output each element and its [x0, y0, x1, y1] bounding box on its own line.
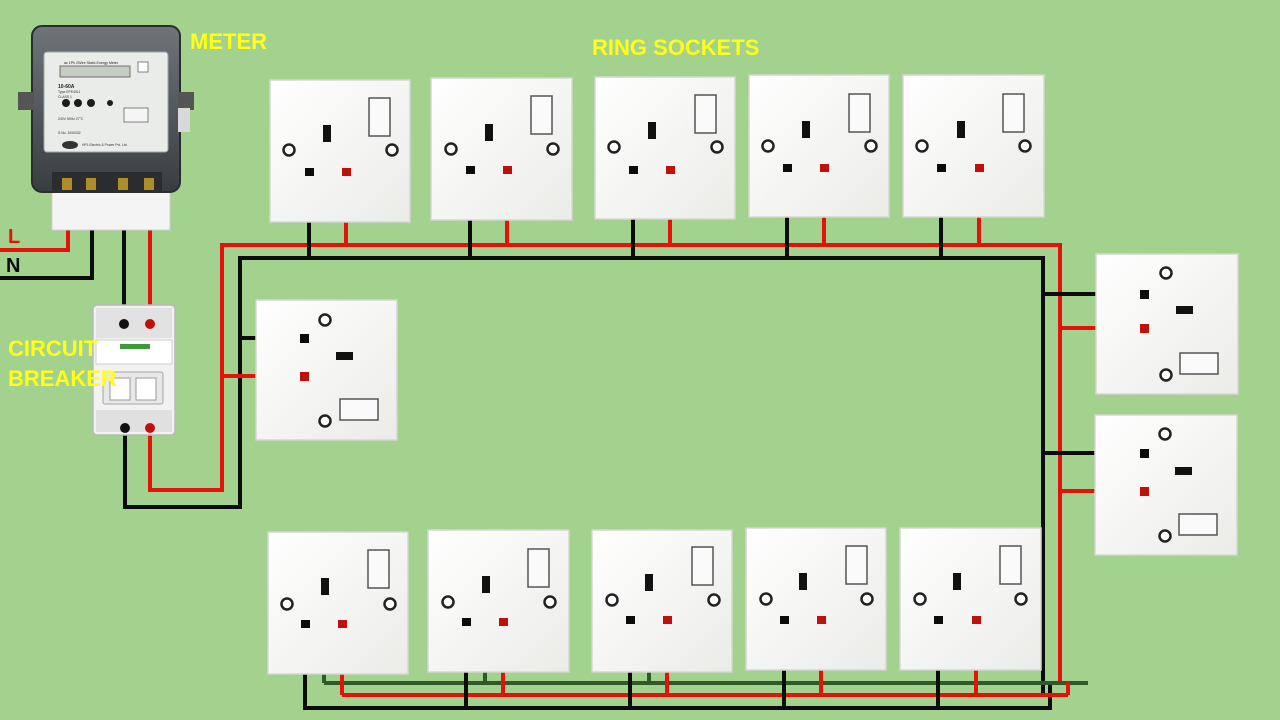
- energy-meter: ac 1Ph 2Wire Static Energy Meter 10-60A …: [18, 25, 194, 231]
- meter-label: METER: [190, 29, 267, 54]
- meter-face-line7: HPL Electric & Power Pvt. Ltd: [82, 143, 127, 147]
- socket-top-4: [748, 74, 890, 218]
- circuit-label: CIRCUIT: [8, 336, 98, 361]
- breaker-live-out: [148, 243, 1062, 682]
- socket-bottom-5: [899, 527, 1042, 671]
- socket-right-2: [1094, 414, 1238, 556]
- socket-top-3: [594, 76, 736, 220]
- circuit-breaker: [92, 304, 176, 436]
- socket-bottom-2: [427, 529, 570, 673]
- socket-bottom-3: [591, 529, 733, 673]
- breaker-label: BREAKER: [8, 366, 117, 391]
- neutral-label: N: [6, 255, 20, 277]
- meter-face-line6: S.No. 1000032: [58, 131, 81, 135]
- socket-bottom-4: [745, 527, 887, 671]
- meter-face-line2: 10-60A: [58, 84, 75, 90]
- ring-sockets-title: RING SOCKETS: [592, 35, 759, 60]
- socket-top-2: [430, 77, 573, 221]
- meter-face-line1: ac 1Ph 2Wire Static Energy Meter: [64, 61, 119, 65]
- socket-right-1: [1095, 253, 1239, 395]
- live-label: L: [8, 226, 20, 248]
- socket-left: [255, 299, 398, 441]
- breaker-neutral-out: [123, 256, 1045, 695]
- socket-top-1: [269, 79, 411, 223]
- meter-face-line3: Type EPE4011: [58, 90, 80, 94]
- socket-bottom-1: [267, 531, 409, 675]
- meter-face-line4: CLASS 1: [58, 95, 72, 99]
- socket-top-5: [902, 74, 1045, 218]
- meter-face-line5: 240V 50Hz 27°C: [58, 117, 84, 121]
